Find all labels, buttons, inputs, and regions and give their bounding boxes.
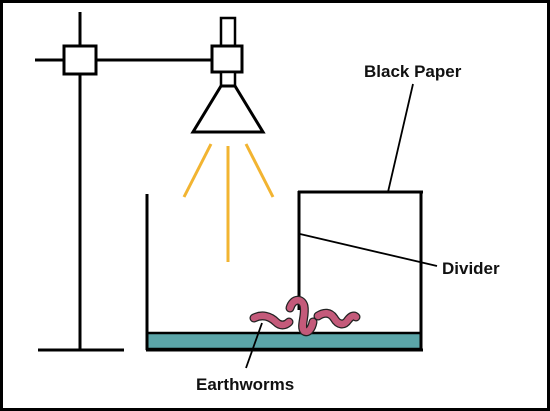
light-ray-right (244, 143, 275, 198)
earthworm-icon (286, 297, 317, 335)
label-divider: Divider (442, 259, 500, 278)
label-black-paper: Black Paper (364, 62, 462, 81)
earthworms-group (249, 295, 361, 337)
lamp-neck (219, 70, 237, 88)
earthworms-leader (245, 322, 263, 369)
lamp-shade (190, 84, 266, 134)
lamp-clamp (210, 44, 244, 74)
ring-stand-icon (35, 12, 227, 352)
light-rays (182, 143, 275, 262)
stand-clamp (62, 44, 98, 76)
earthworm-icon (250, 312, 293, 329)
label-earthworms: Earthworms (196, 375, 294, 394)
container (145, 190, 423, 352)
black-paper-leader (387, 83, 414, 193)
soil-layer (145, 331, 423, 351)
divider-leader (299, 233, 438, 267)
lamp-stem (219, 16, 237, 48)
earthworm-icon (314, 310, 360, 328)
lamp-icon (190, 16, 266, 134)
light-ray-left (182, 143, 213, 198)
